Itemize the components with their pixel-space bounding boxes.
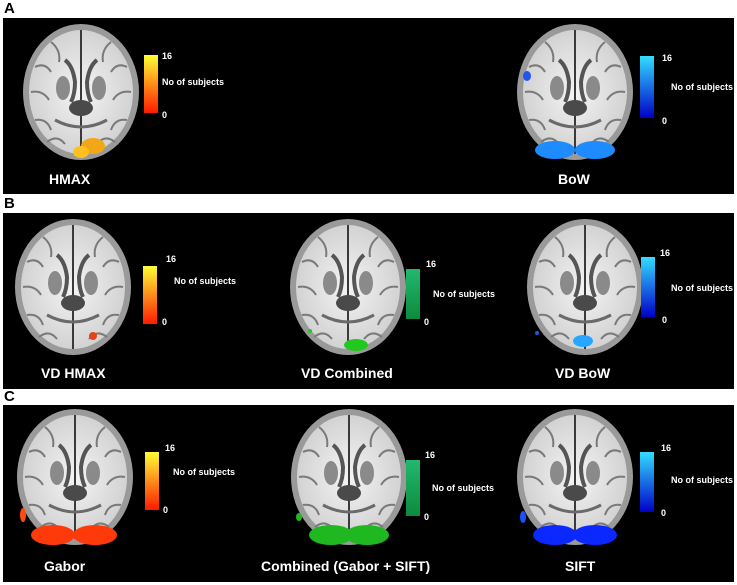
section-letter-a: A: [4, 0, 15, 17]
colorbar-min: 0: [424, 317, 430, 327]
condition-label-combined: Combined (Gabor + SIFT): [261, 558, 431, 574]
colorbar-max: 16: [166, 254, 177, 264]
activation-cluster: [535, 141, 575, 159]
panel-c: Gabor 16 No of subjects 0 Combined (Gabo…: [3, 405, 734, 582]
activation-cluster: [573, 335, 593, 347]
panel-b: VD HMAX 16 No of subjects 0 VD Combined …: [3, 213, 734, 389]
activation-cluster: [308, 329, 312, 333]
condition-label-vd-hmax: VD HMAX: [41, 365, 106, 381]
condition-label-hmax: HMAX: [49, 171, 91, 187]
colorbar-title: No of subjects: [162, 77, 225, 87]
condition-label-vd-combined: VD Combined: [301, 365, 393, 381]
activation-cluster: [344, 339, 368, 351]
colorbar-min: 0: [163, 505, 169, 515]
colorbar-title: No of subjects: [433, 289, 496, 299]
activation-cluster: [73, 525, 117, 545]
colorbar-max: 16: [162, 51, 173, 61]
colorbar-min: 0: [162, 317, 168, 327]
colorbar-max: 16: [425, 450, 436, 460]
activation-cluster: [296, 513, 302, 521]
colorbar-title: No of subjects: [432, 483, 495, 493]
activation-cluster: [533, 525, 577, 545]
colorbar-title: No of subjects: [671, 475, 734, 485]
colorbar-min: 0: [162, 110, 168, 120]
colorbar-green: [406, 269, 420, 319]
brain-slice-sift: [515, 407, 635, 547]
colorbar-min: 0: [662, 116, 668, 126]
colorbar-title: No of subjects: [671, 283, 734, 293]
brain-slice-gabor: [15, 407, 135, 547]
activation-cluster: [520, 511, 526, 523]
colorbar-hot: [144, 55, 158, 113]
colorbar-max: 16: [662, 53, 673, 63]
activation-cluster: [573, 525, 617, 545]
colorbar-max: 16: [426, 259, 437, 269]
condition-label-sift: SIFT: [565, 558, 596, 574]
colorbar-max: 16: [165, 443, 176, 453]
section-letter-b: B: [4, 195, 15, 212]
colorbar-title: No of subjects: [173, 467, 236, 477]
colorbar-min: 0: [662, 315, 668, 325]
condition-label-vd-bow: VD BoW: [555, 365, 611, 381]
activation-cluster: [31, 525, 75, 545]
brain-slice-combined: [289, 407, 409, 547]
section-letter-c: C: [4, 388, 15, 405]
colorbar-blue: [640, 452, 654, 512]
colorbar-blue: [640, 56, 654, 118]
condition-label-bow: BoW: [558, 171, 590, 187]
colorbar-blue: [641, 257, 655, 317]
colorbar-min: 0: [661, 508, 667, 518]
brain-slice-hmax: [21, 22, 141, 162]
activation-cluster: [345, 525, 389, 545]
activation-cluster: [73, 146, 89, 158]
activation-cluster: [89, 332, 97, 340]
activation-cluster: [309, 525, 353, 545]
colorbar-title: No of subjects: [174, 276, 237, 286]
activation-cluster: [575, 141, 615, 159]
activation-cluster: [523, 71, 531, 81]
condition-label-gabor: Gabor: [44, 558, 86, 574]
brain-slice-vd-combined: [288, 217, 408, 357]
activation-cluster: [535, 331, 539, 335]
colorbar-hot: [143, 266, 157, 324]
colorbar-green: [406, 460, 420, 516]
brain-slice-bow: [515, 22, 635, 162]
brain-slice-vd-bow: [525, 217, 645, 357]
colorbar-min: 0: [424, 512, 430, 522]
colorbar-max: 16: [660, 248, 671, 258]
panel-a: HMAX 16 No of subjects 0 BoW 16 No of su…: [3, 18, 734, 194]
activation-cluster: [20, 508, 26, 522]
colorbar-title: No of subjects: [671, 82, 734, 92]
colorbar-hot: [145, 452, 159, 510]
colorbar-max: 16: [661, 443, 672, 453]
brain-slice-vd-hmax: [13, 217, 133, 357]
